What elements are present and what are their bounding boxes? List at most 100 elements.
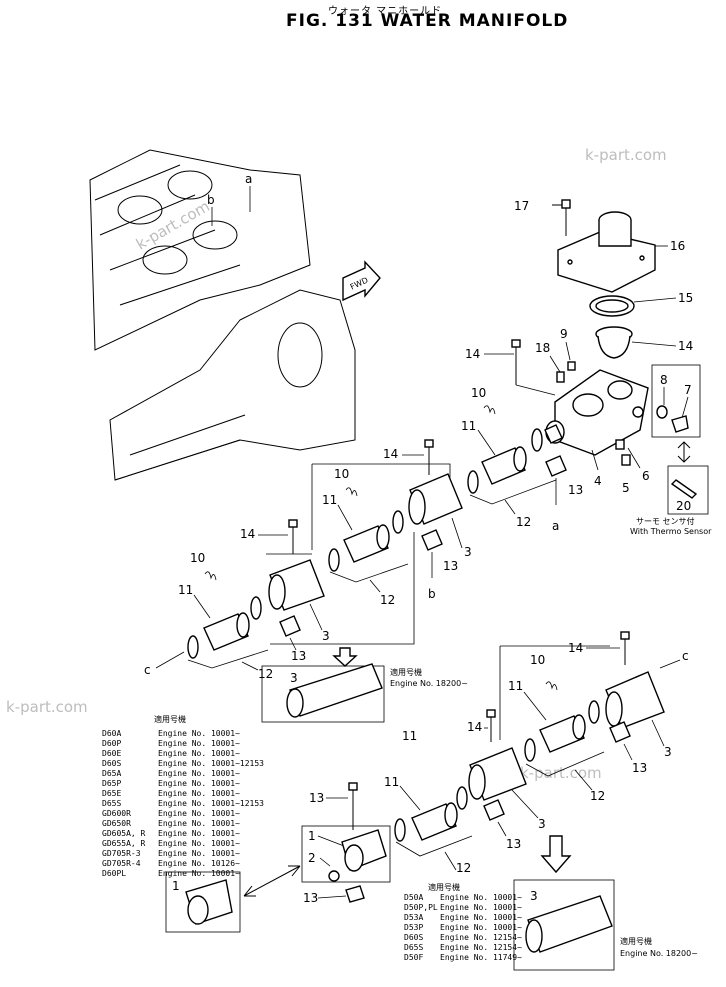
table-engine-no: Engine No. 10001~: [158, 849, 240, 858]
table-engine-no: Engine No. 10001~: [440, 903, 522, 912]
part-1-box: [301, 825, 391, 883]
table-model: GD655A, R: [102, 839, 146, 848]
ref-letter-c: c: [144, 663, 151, 677]
table-engine-no: Engine No. 10001~: [158, 809, 240, 818]
callout-11: 11: [178, 583, 193, 597]
table-engine-no: Engine No. 10001~12153: [158, 799, 264, 808]
callout-6: 6: [642, 469, 650, 483]
thermostat-housing: [557, 211, 656, 293]
callout-1: 1: [172, 879, 180, 893]
table-model: D65P: [102, 779, 121, 788]
thermo-note: With Thermo Sensor: [630, 527, 712, 536]
serial-top: Engine No. 18200~: [390, 679, 468, 688]
pipe-3-lower-middle: [468, 747, 527, 801]
ref-letter-b: b: [207, 193, 215, 207]
ref-letter-c: c: [682, 649, 689, 663]
svg-text:適用号機: 適用号機: [154, 714, 186, 724]
callout-14: 14: [240, 527, 255, 541]
watermark: k-part.com: [585, 146, 667, 164]
callout-14: 14: [383, 447, 398, 461]
callout-5: 5: [622, 481, 630, 495]
pipe-1-upper: [341, 829, 387, 872]
table-engine-no: Engine No. 12154~: [440, 933, 522, 942]
table-model: D65S: [404, 943, 423, 952]
table-model: D50A: [404, 893, 423, 902]
callout-13: 13: [443, 559, 458, 573]
table-model: GD600R: [102, 809, 131, 818]
table-engine-no: Engine No. 10001~: [158, 779, 240, 788]
callout-14: 14: [467, 720, 482, 734]
table-engine-no: Engine No. 10001~: [158, 769, 240, 778]
hose-lower-middle: [411, 802, 458, 841]
table-model: GD705R-3: [102, 849, 141, 858]
pipe-1-lower: [185, 879, 233, 925]
ref-letter-b: b: [428, 587, 436, 601]
table-model: D60P: [102, 739, 121, 748]
serial-box-bottom: [513, 879, 615, 971]
serial-top-jp: 適用号機: [390, 667, 422, 677]
table-engine-no: Engine No. 10001~: [440, 923, 522, 932]
ref-letter-a: a: [552, 519, 559, 533]
water-manifold-body: [545, 369, 649, 456]
callout-10: 10: [334, 467, 349, 481]
page-title: FIG. 131 WATER MANIFOLD: [286, 11, 569, 31]
pipe-3-left: [268, 559, 325, 611]
callout-18: 17: [514, 199, 529, 213]
table-engine-no: Engine No. 10001~: [440, 913, 522, 922]
table-model: D53P: [404, 923, 423, 932]
callout-8: 8: [660, 373, 668, 387]
watermark: k-part.com: [6, 698, 88, 716]
table-model: D50F: [404, 953, 423, 962]
serial-bottom-jp: 適用号機: [620, 936, 652, 946]
callout-13: 13: [506, 837, 521, 851]
callout-3: 3: [290, 671, 298, 685]
table-model: GD650R: [102, 819, 131, 828]
callout-15: 14: [678, 339, 693, 353]
callout-3: 3: [322, 629, 330, 643]
table-engine-no: Engine No. 10001~: [440, 893, 522, 902]
callout-10: 11: [402, 729, 417, 743]
table-model: GD705R-4: [102, 859, 141, 868]
table-engine-no: Engine No. 10001~: [158, 729, 240, 738]
svg-text:適用号機: 適用号機: [428, 882, 460, 892]
callout-3: 3: [464, 545, 472, 559]
callout-13: 13: [632, 761, 647, 775]
hose-upper: [481, 446, 527, 485]
pipe-3-lower-right: [605, 671, 665, 729]
title-japanese: ウォータ マニホールド: [328, 6, 443, 17]
callout-9: 9: [560, 327, 568, 341]
table-model: D60PL: [102, 869, 126, 878]
callout-11: 11: [461, 419, 476, 433]
table-model: D60S: [102, 759, 121, 768]
table-model: D65E: [102, 789, 121, 798]
table-model: GD605A, R: [102, 829, 146, 838]
serial-bottom: Engine No. 18200~: [620, 949, 698, 958]
callout-7: 7: [684, 383, 692, 397]
callout-13: 13: [568, 483, 583, 497]
callout-19: 18: [535, 341, 550, 355]
table-model: D53A: [404, 913, 423, 922]
callout-1: 1: [308, 829, 316, 843]
table-model: D60E: [102, 749, 121, 758]
table-engine-no: Engine No. 10001~: [158, 789, 240, 798]
watermark: k-part.com: [133, 197, 213, 253]
engine-table-left: 適用号機 D60A Engine No. 10001~ D60P Engine No.…: [102, 714, 264, 878]
callout-10: 10: [190, 551, 205, 565]
sensor-box: [651, 364, 701, 438]
callout-3: 3: [530, 889, 538, 903]
callout-12: 12: [258, 667, 273, 681]
callout-3: 3: [664, 745, 672, 759]
watermark: k-part.com: [520, 764, 602, 782]
table-model: D50P,PL: [404, 903, 438, 912]
pipe-3-middle: [408, 473, 463, 525]
table-engine-no: Engine No. 10001~: [158, 869, 240, 878]
fwd-arrow: FWD: [342, 260, 381, 302]
table-engine-no: Engine No. 10001~: [158, 749, 240, 758]
hose-lower-right: [539, 714, 586, 753]
table-model: D60A: [102, 729, 121, 738]
table-engine-no: Engine No. 12154~: [440, 943, 522, 952]
callout-10: 10: [471, 386, 486, 400]
callout-13: 13: [303, 891, 318, 905]
